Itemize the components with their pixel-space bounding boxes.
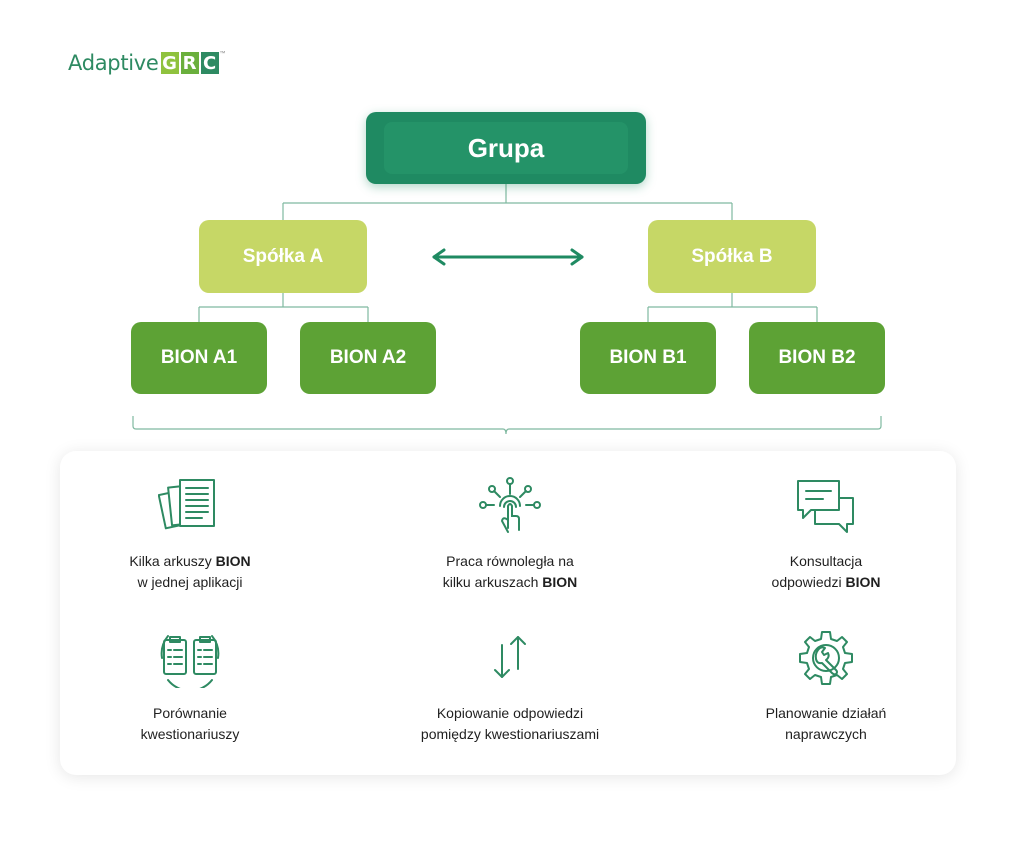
feature-text-consultation: Konsultacja odpowiedzi BION	[771, 553, 881, 590]
node-bion-b1: BION B1	[580, 322, 716, 394]
feature-text-parallel-work: Praca równoległa na kilku arkuszach BION	[442, 553, 578, 590]
feature-text-copy-answers: Kopiowanie odpowiedzi pomiędzy kwestiona…	[420, 705, 600, 742]
arrows-up-down-icon	[494, 636, 526, 678]
node-bion-a1: BION A1	[131, 322, 267, 394]
bottom-bracket	[132, 416, 882, 435]
node-bion-a1-label: BION A1	[160, 347, 238, 368]
node-bion-a2-label: BION A2	[329, 347, 407, 368]
logo-word: Adaptive	[68, 51, 159, 75]
node-spolka-a: Spółka A	[199, 220, 367, 293]
node-grupa-label: Grupa	[467, 132, 545, 163]
documents-icon	[158, 479, 215, 530]
compare-clipboards-icon	[160, 635, 220, 688]
logo-letter-r: R	[180, 52, 199, 74]
logo-letter-c: C	[200, 52, 219, 74]
gear-wrench-icon	[799, 631, 853, 685]
node-grupa: Grupa	[366, 112, 646, 184]
feature-text-planning: Planowanie działań naprawczych	[765, 705, 887, 742]
node-bion-b2: BION B2	[749, 322, 885, 394]
node-bion-b2-label: BION B2	[778, 347, 856, 368]
double-arrow	[432, 248, 584, 266]
feature-text-compare: Porównanie kwestionariuszy	[140, 705, 240, 742]
touch-network-icon	[479, 477, 541, 533]
feature-text-multiple-sheets: Kilka arkuszy BION w jednej aplikacji	[129, 553, 251, 590]
chat-bubbles-icon	[797, 480, 854, 533]
logo: Adaptive G R C ™	[68, 51, 226, 75]
logo-letter-g: G	[160, 52, 179, 74]
node-spolka-a-label: Spółka A	[242, 245, 324, 267]
features-panel: Kilka arkuszy BION w jednej aplikacji Pr…	[60, 451, 956, 775]
node-spolka-b-label: Spółka B	[691, 245, 773, 267]
node-spolka-b: Spółka B	[648, 220, 816, 293]
logo-trademark: ™	[219, 51, 226, 57]
node-bion-b1-label: BION B1	[609, 347, 687, 368]
node-bion-a2: BION A2	[300, 322, 436, 394]
